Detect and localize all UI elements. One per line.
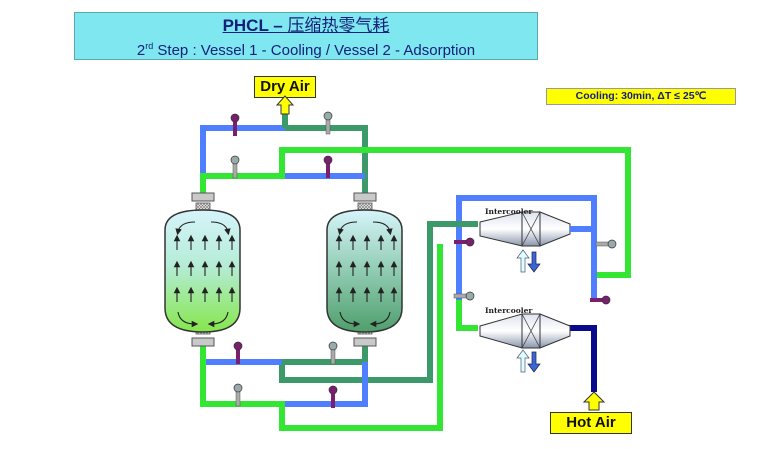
- hot-air-label: Hot Air: [550, 412, 632, 434]
- valves: [230, 111, 617, 408]
- pipe-darkgreen-bottom: [282, 345, 368, 365]
- hot-air-arrow-icon: [582, 391, 606, 411]
- valve-icon: [328, 341, 338, 365]
- pipe-green-cooling: [200, 147, 631, 278]
- valve-icon: [454, 237, 475, 247]
- intercooler-bottom: Intercooler: [479, 306, 571, 373]
- pipe-blue-intercooler: [456, 195, 597, 300]
- dry-air-arrow-icon: [275, 95, 295, 115]
- intercooler-bottom-label: Intercooler: [485, 306, 533, 315]
- vessel-1: [164, 192, 241, 347]
- flow-arrows: [173, 234, 398, 302]
- page-subtitle: 2rd Step : Vessel 1 - Cooling / Vessel 2…: [136, 41, 476, 59]
- pipe-darkgreen-mid: [279, 221, 478, 383]
- intercooler-top: Intercooler: [479, 207, 594, 273]
- cooling-water-arrows-top: [516, 249, 530, 273]
- valve-icon: [328, 385, 338, 408]
- valve-icon: [595, 239, 617, 249]
- dry-air-label: Dry Air: [254, 76, 316, 98]
- valve-icon: [453, 291, 475, 301]
- pipe-network: [200, 112, 631, 431]
- pipe-bottom-green: [200, 244, 443, 431]
- valve-icon: [230, 113, 240, 136]
- cooling-status-note: Cooling: 30min, ΔT ≤ 25℃: [546, 88, 736, 105]
- page-title: PHCL – 压缩热零气耗: [222, 16, 390, 36]
- intercooler-top-label: Intercooler: [485, 207, 533, 216]
- pipe-hot-air: [568, 325, 597, 392]
- valve-icon: [233, 383, 243, 407]
- valve-icon: [230, 155, 240, 179]
- valve-icon: [233, 341, 243, 364]
- pipe-bottom-blue: [200, 345, 282, 365]
- valve-icon: [590, 295, 611, 305]
- valve-icon: [323, 155, 333, 178]
- title-box: PHCL – 压缩热零气耗 2rd Step : Vessel 1 - Cool…: [74, 12, 538, 60]
- cooling-water-arrows-bottom: [516, 349, 530, 373]
- vessel-2: [326, 192, 403, 347]
- valve-icon: [323, 111, 333, 135]
- pipe-green-lower: [456, 300, 478, 331]
- flow-curves: [175, 221, 393, 328]
- pipe-bottom-blue-2: [282, 362, 368, 407]
